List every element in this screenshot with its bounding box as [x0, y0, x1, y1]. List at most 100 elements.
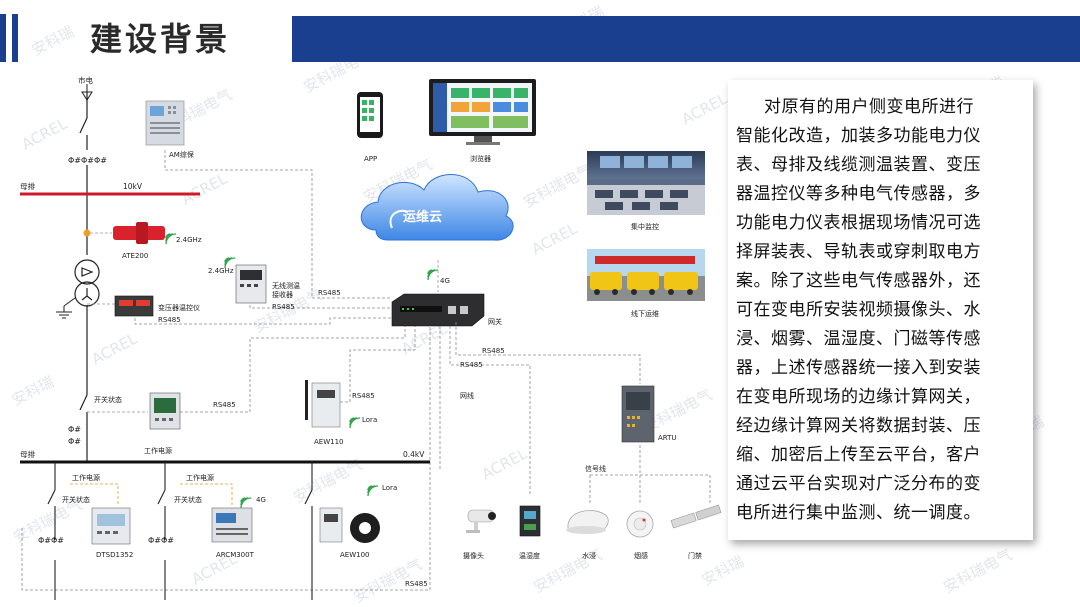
central-monitoring-photo — [587, 151, 705, 215]
wireless-temp-label: 接收器 — [272, 290, 293, 299]
busbar-label: 母排 — [20, 449, 35, 459]
artu-label: ARTU — [658, 434, 677, 442]
description-panel: 对原有的用户侧变电所进行 智能化改造，加装多功能电力仪 表、母排及线缆测温装置、… — [728, 80, 1033, 540]
description-line: 功能电力仪表根据现场情况可选 — [736, 213, 981, 233]
work-power-label: 工作电源 — [72, 473, 100, 482]
lora-label: Lora — [382, 484, 397, 492]
rs485-label: RS485 — [405, 580, 428, 588]
wifi-icon — [165, 233, 177, 245]
breaker-symbols: Φ# — [68, 437, 81, 446]
smoke-detector-icon — [626, 510, 654, 538]
4g-label: 4G — [440, 277, 450, 285]
aew110-label: AEW110 — [314, 438, 344, 446]
app-label: APP — [364, 155, 377, 163]
header-accent-bar — [12, 14, 18, 62]
lv-branch-lines — [47, 462, 313, 600]
offline-ops-photo — [587, 249, 705, 301]
breaker-symbols: Φ# — [68, 425, 81, 434]
rs485-links — [21, 150, 431, 591]
temp-sensor-dot — [83, 229, 91, 237]
description-line: 案。除了这些电气传感器外，还 — [736, 271, 981, 291]
switch-status-label: 开关状态 — [94, 395, 122, 404]
temp-humidity-icon — [519, 505, 541, 537]
aew110-device — [311, 382, 341, 428]
rs485-label: RS485 — [482, 347, 505, 355]
page-title: 建设背景 — [90, 20, 231, 58]
cloud-icon — [360, 174, 514, 241]
voltage-hv-label: 10kV — [123, 182, 143, 191]
aew100-device — [319, 507, 343, 543]
network-cable-label: 网线 — [460, 391, 474, 400]
freq-label: 2.4GHz — [208, 267, 234, 275]
4g-label: 4G — [256, 496, 266, 504]
description-line: 择屏装表、导轨表或穿刺取电方 — [736, 242, 981, 262]
signal-line-label: 信号线 — [585, 464, 606, 473]
smoke-label: 烟感 — [634, 551, 648, 560]
description-line: 电所进行集中监测、统一调度。 — [736, 503, 981, 523]
wifi-icon — [240, 497, 252, 509]
wireless-temp-label: 无线测温 — [272, 281, 300, 290]
ate200-label: ATE200 — [122, 252, 148, 260]
lora-label: Lora — [362, 416, 377, 424]
arcm300t-label: ARCM300T — [216, 551, 255, 559]
rs485-label: RS485 — [460, 361, 483, 369]
cloud-label: 运维云 — [403, 209, 442, 225]
browser-label: 浏览器 — [470, 154, 491, 163]
switch-status-label: 开关状态 — [174, 495, 202, 504]
grid-label: 市电 — [78, 75, 93, 85]
wifi-icon — [367, 485, 379, 497]
aew100-label: AEW100 — [340, 551, 370, 559]
dtsd1352-label: DTSD1352 — [96, 551, 133, 559]
water-leak-icon — [566, 510, 609, 534]
breaker-symbols: Φ#Φ# — [38, 536, 64, 545]
transformer-symbol — [74, 259, 100, 307]
description-line: 可在变电所安装视频摄像头、水 — [736, 300, 981, 320]
description-line: 在变电所现场的边缘计算网关， — [736, 387, 981, 407]
door-label: 门禁 — [688, 551, 702, 560]
freq-label: 2.4GHz — [176, 236, 202, 244]
switch-status-label: 开关状态 — [62, 495, 90, 504]
busbar-label: 母排 — [20, 181, 35, 191]
breaker-symbols: Φ#Φ#Φ# — [68, 156, 107, 165]
door-sensor-icon — [670, 504, 722, 529]
grid-source-icon — [81, 84, 93, 101]
description-line: 缩、加密后上传至云平台，客户 — [736, 445, 981, 465]
breaker-symbols: Φ#Φ# — [148, 536, 174, 545]
work-power-label: 工作电源 — [186, 473, 214, 482]
description-line: 浸、烟雾、温湿度、门磁等传感 — [736, 329, 981, 349]
rs485-label: RS485 — [318, 289, 341, 297]
description-line: 通过云平台实现对广泛分布的变 — [736, 474, 981, 494]
work-power-feed — [70, 483, 233, 505]
rs485-label: RS485 — [352, 392, 375, 400]
gateway-label: 网关 — [488, 317, 502, 326]
description-line: 智能化改造，加装多功能电力仪 — [736, 126, 981, 146]
header-accent-bar — [0, 14, 6, 62]
wifi-icon — [349, 417, 361, 429]
rs485-label: RS485 — [158, 316, 181, 324]
camera-icon — [466, 509, 496, 533]
description-line: 表、母排及线缆测温装置、变压 — [736, 155, 981, 175]
wifi-icon — [224, 257, 236, 269]
offline-ops-label: 线下运维 — [631, 309, 659, 318]
description-line: 器温控仪等多种电气传感器，多 — [736, 184, 981, 204]
description-line: 器，上述传感器统一接入到安装 — [736, 358, 981, 378]
voltage-lv-label: 0.4kV — [403, 450, 425, 459]
header-band — [292, 16, 1080, 62]
ground-symbol — [56, 297, 76, 319]
hv-feeder-line — [79, 92, 88, 325]
temp-humidity-label: 温湿度 — [519, 551, 540, 560]
central-monitor-label: 集中监控 — [631, 222, 659, 231]
water-label: 水浸 — [582, 551, 596, 560]
wifi-icon — [427, 269, 439, 281]
description-line: 对原有的用户侧变电所进行 — [764, 97, 974, 117]
transformer-controller-label: 变压器温控仪 — [158, 303, 200, 312]
work-power-label: 工作电源 — [144, 446, 172, 455]
rs485-label: RS485 — [213, 401, 236, 409]
camera-label: 摄像头 — [463, 551, 484, 560]
lv-feeder-line — [79, 325, 88, 462]
description-line: 经边缘计算网关将数据封装、压 — [736, 416, 981, 436]
rs485-label: RS485 — [272, 303, 295, 311]
am-protection-label: AM综保 — [169, 150, 194, 159]
